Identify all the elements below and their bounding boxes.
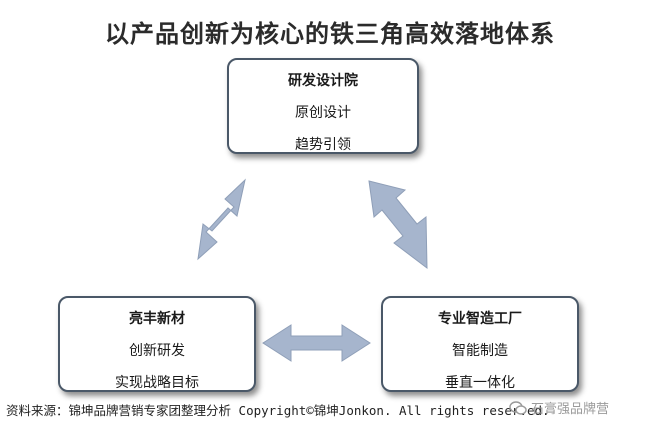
source-footer: 资料来源：锦坤品牌营销专家团整理分析 Copyright©锦坤Jonkon. A… xyxy=(6,400,658,419)
node-line: 原创设计 xyxy=(295,105,351,121)
node-line: 趋势引领 xyxy=(295,137,351,153)
node-smart-factory: 专业智造工厂 智能制造 垂直一体化 xyxy=(381,296,579,392)
double-arrow-top-right xyxy=(368,180,428,270)
double-arrow-left-right xyxy=(262,324,371,362)
diagram-title: 以产品创新为核心的铁三角高效落地体系 xyxy=(105,20,555,48)
node-line: 创新研发 xyxy=(129,343,185,359)
node-line: 实现战略目标 xyxy=(115,375,199,391)
node-heading: 专业智造工厂 xyxy=(438,311,522,327)
watermark-text: 石膏强品牌营 xyxy=(531,402,610,417)
node-heading: 亮丰新材 xyxy=(129,311,185,327)
node-heading: 研发设计院 xyxy=(288,73,358,89)
node-rd-design-institute: 研发设计院 原创设计 趋势引领 xyxy=(227,58,419,154)
wechat-icon xyxy=(509,400,527,420)
source-text: 资料来源：锦坤品牌营销专家团整理分析 xyxy=(6,403,232,418)
node-line: 垂直一体化 xyxy=(445,375,515,391)
node-liangfeng-materials: 亮丰新材 创新研发 实现战略目标 xyxy=(58,296,256,392)
node-line: 智能制造 xyxy=(452,343,508,359)
copyright-text: Copyright©锦坤Jonkon. All rights reserved. xyxy=(238,403,550,418)
double-arrow-top-left xyxy=(197,178,246,261)
watermark: 石膏强品牌营 xyxy=(509,398,609,420)
